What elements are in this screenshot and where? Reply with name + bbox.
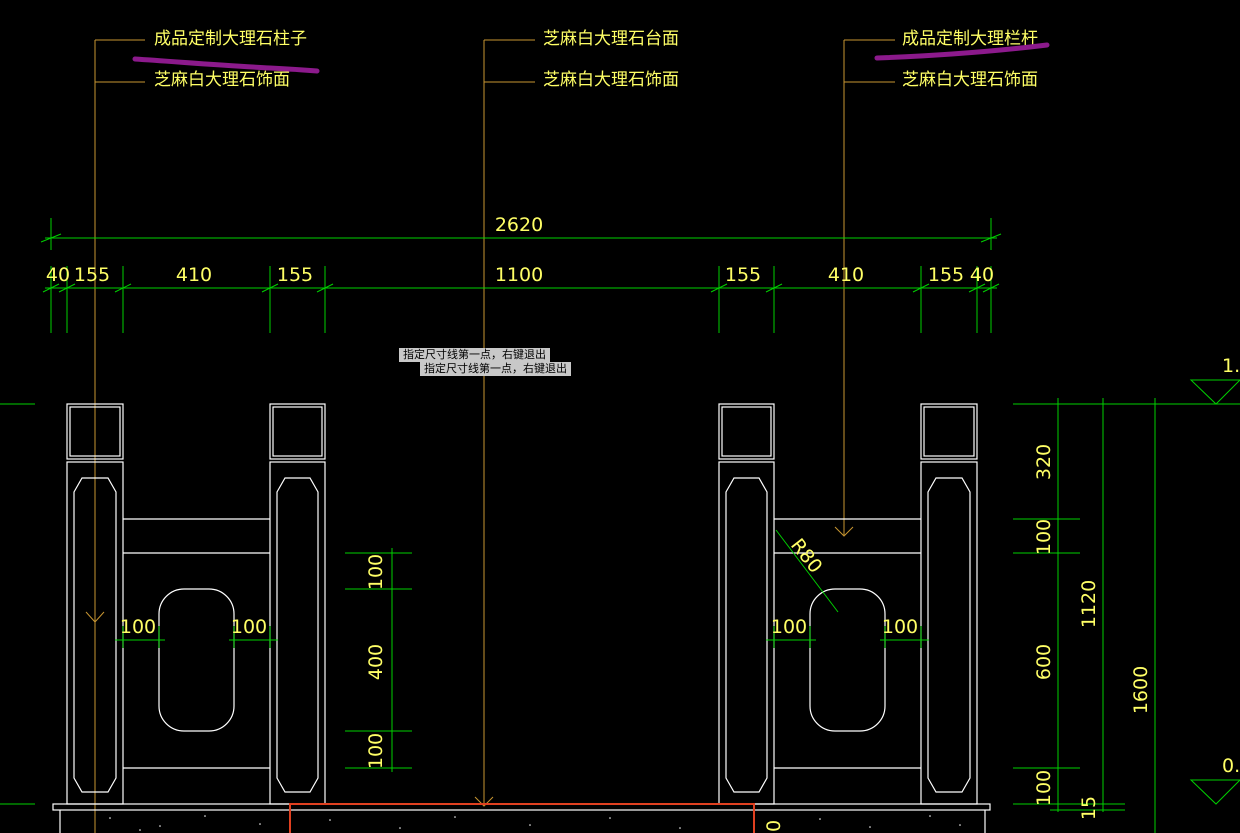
railing-elevation — [52, 403, 991, 833]
level-top: 1.6 — [1222, 355, 1240, 377]
dim-seg-7: 410 — [828, 264, 864, 286]
dim-side-b: 100 — [1033, 519, 1055, 555]
dim-seg-1: 40 — [46, 264, 70, 286]
label-countertop: 芝麻白大理石台面 — [543, 29, 679, 49]
dim-side-small: 15 — [1078, 796, 1100, 820]
dim-right-inner-2: 100 — [882, 616, 918, 638]
dim-vert-bot: 100 — [365, 733, 387, 769]
side-dimensions — [0, 379, 1240, 833]
label-mid-facing: 芝麻白大理石饰面 — [543, 70, 679, 90]
dim-seg-2: 155 — [74, 264, 110, 286]
dim-side-c: 600 — [1033, 644, 1055, 680]
dim-seg-9: 40 — [970, 264, 994, 286]
dim-seg-5: 1100 — [495, 264, 543, 286]
dim-left-inner-2: 100 — [231, 616, 267, 638]
base-hatch — [109, 815, 961, 831]
dim-side-a: 320 — [1033, 444, 1055, 480]
markup-highlights — [132, 42, 1050, 74]
dim-seg-6: 155 — [725, 264, 761, 286]
dim-side-d: 100 — [1033, 770, 1055, 806]
dim-seg-4: 155 — [277, 264, 313, 286]
dim-bottom-partial: 0 — [763, 820, 785, 832]
inner-dimensions — [115, 529, 929, 772]
dim-vert-mid: 400 — [365, 644, 387, 680]
dim-seg-3: 410 — [176, 264, 212, 286]
level-bottom: 0. — [1222, 755, 1240, 777]
command-tooltip-1: 指定尺寸线第一点，右键退出 — [399, 348, 550, 362]
top-dimensions — [40, 218, 1002, 333]
label-right-facing: 芝麻白大理石饰面 — [902, 70, 1038, 90]
top-dimension-text: 2620 40 155 410 155 1100 155 410 155 40 — [46, 214, 994, 286]
dim-left-inner-1: 100 — [120, 616, 156, 638]
label-marble-railing: 成品定制大理栏杆 — [902, 29, 1038, 49]
dim-right-inner-1: 100 — [771, 616, 807, 638]
label-left-facing: 芝麻白大理石饰面 — [154, 70, 290, 90]
label-marble-column: 成品定制大理石柱子 — [154, 29, 307, 49]
red-selection-frame — [289, 803, 755, 833]
dim-side-full: 1600 — [1130, 666, 1152, 714]
dim-seg-8: 155 — [928, 264, 964, 286]
dim-vert-top: 100 — [365, 554, 387, 590]
inner-dimension-text: 100 100 100 100 100 400 100 R80 — [120, 535, 918, 770]
callout-labels: 成品定制大理石柱子 芝麻白大理石饰面 芝麻白大理石台面 芝麻白大理石饰面 成品定… — [154, 29, 1038, 90]
dim-overall: 2620 — [495, 214, 543, 236]
command-tooltip-2: 指定尺寸线第一点，右键退出 — [420, 362, 571, 376]
dim-radius: R80 — [786, 535, 826, 578]
side-dimension-text: 320 100 600 100 1120 1600 15 0 1.6 0. — [763, 355, 1240, 832]
dim-side-total: 1120 — [1078, 580, 1100, 628]
